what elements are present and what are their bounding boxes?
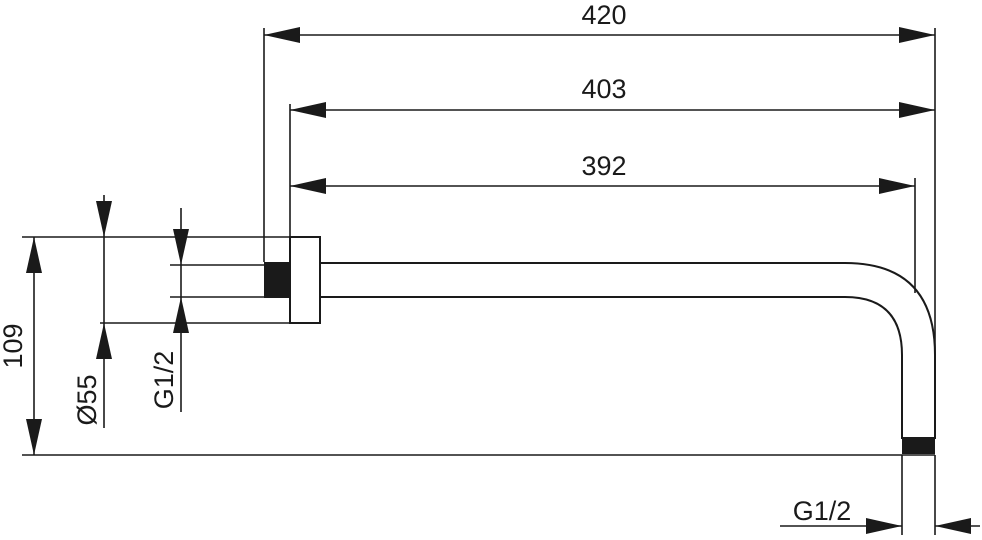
arm-body [320, 262, 936, 439]
wall-thread-block [264, 262, 290, 298]
dimension-109: 109 [0, 237, 42, 455]
dimension-outlet-thread: G1/2 [780, 496, 980, 534]
dimension-diameter-55: Ø55 [72, 195, 112, 428]
dimension-wall-thread: G1/2 [149, 208, 189, 412]
dimension-392: 392 [290, 151, 915, 194]
dimension-403: 403 [290, 74, 935, 118]
dimension-label-diameter-55: Ø55 [72, 374, 102, 425]
wall-flange [289, 236, 321, 324]
shower-arm-part [264, 236, 936, 454]
dimension-label-403: 403 [581, 74, 626, 104]
dimension-label-wall-thread: G1/2 [149, 351, 179, 410]
dimension-label-outlet-thread: G1/2 [793, 496, 852, 526]
dimension-420: 420 [264, 0, 935, 43]
dimension-label-392: 392 [581, 151, 626, 181]
extension-lines [22, 28, 936, 535]
dimension-label-109: 109 [0, 323, 28, 368]
dimension-label-420: 420 [581, 0, 626, 30]
